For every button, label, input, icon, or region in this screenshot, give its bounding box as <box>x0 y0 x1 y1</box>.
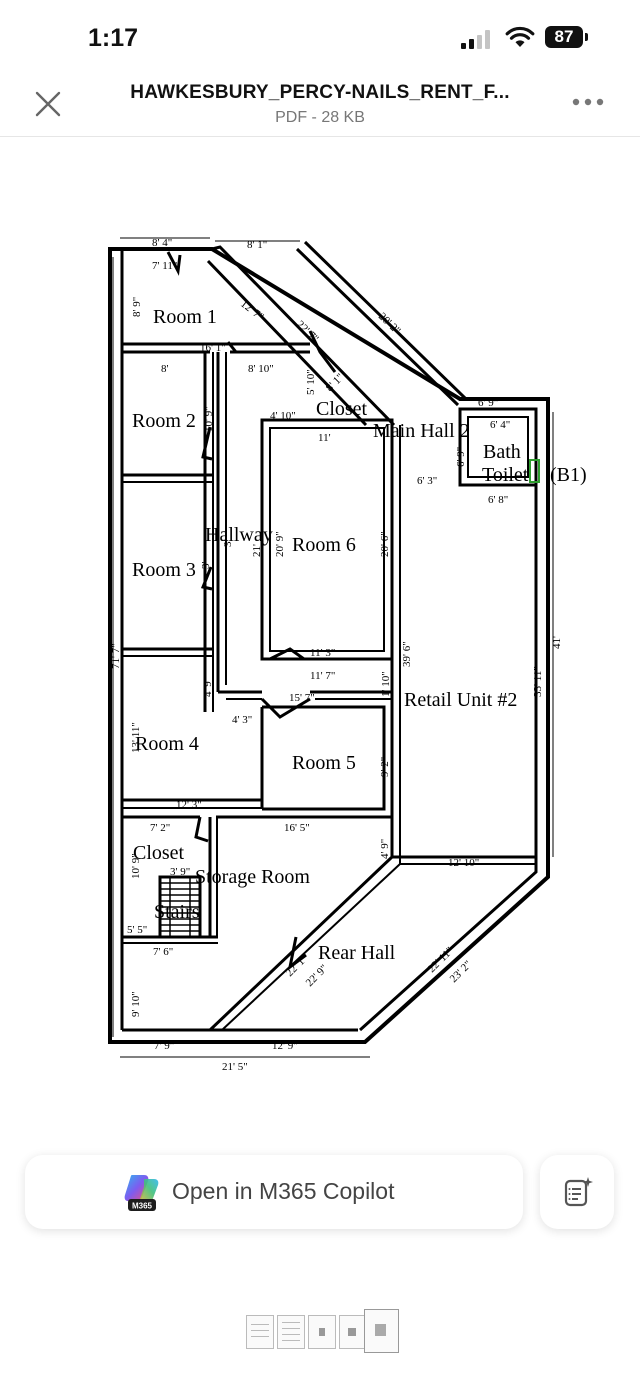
dimension-label: 8' <box>161 363 169 375</box>
dimension-label: 4' 9" <box>379 839 391 859</box>
room-2-label: Room 2 <box>132 410 196 432</box>
dimension-label: 3' <box>200 562 212 570</box>
wifi-icon <box>505 26 535 47</box>
pdf-page: Room 1 Room 2 Room 3 Room 4 Room 5 Room … <box>0 137 640 1137</box>
dimension-label: 22' 9" <box>304 962 331 989</box>
battery-icon: 87 <box>545 26 589 49</box>
status-bar: 1:17 87 <box>0 0 640 72</box>
dimension-label: 9' 2" <box>379 757 391 777</box>
battery-level: 87 <box>545 26 583 48</box>
dimension-label: 5' 10" <box>305 369 317 395</box>
page-thumbnail[interactable] <box>308 1315 336 1349</box>
closet-label-bottom: Closet <box>133 842 185 864</box>
ai-summary-button[interactable] <box>540 1155 614 1229</box>
dimension-label: 16' 1" <box>200 342 226 354</box>
dimension-label: 8' 9" <box>131 297 143 317</box>
dimension-label: 4' 10" <box>270 410 296 422</box>
page-thumbnail[interactable] <box>339 1315 367 1349</box>
dimension-label: 1' 10" <box>380 671 392 697</box>
room-4-label: Room 4 <box>135 733 199 755</box>
dimension-label: 4' 3" <box>232 714 252 726</box>
dimension-label: 39' 6" <box>401 641 413 667</box>
dimension-label: 71' 7" <box>110 643 122 669</box>
dimension-label: 6' 3" <box>417 475 437 487</box>
dimension-label: 7' 11" <box>152 260 177 272</box>
toilet-label: Toilet <box>482 464 529 486</box>
page-thumbnail[interactable] <box>246 1315 274 1349</box>
dimension-label: 41' <box>551 636 563 649</box>
dimension-label: 6' 4" <box>490 419 510 431</box>
dimension-label: 15' 7" <box>289 692 315 704</box>
cellular-signal-icon <box>461 29 494 49</box>
dimension-label: 10' 9" <box>203 406 215 432</box>
closet-label-top: Closet <box>316 398 368 420</box>
dimension-label: 21' 5" <box>222 1061 248 1073</box>
more-options-icon[interactable] <box>568 94 608 110</box>
document-header: HAWKESBURY_PERCY-NAILS_RENT_F... PDF - 2… <box>0 72 640 137</box>
dimension-label: 10' 9" <box>130 853 142 879</box>
room-3-label: Room 3 <box>132 559 196 581</box>
status-time: 1:17 <box>88 24 139 52</box>
dimension-label: 21' <box>251 544 263 557</box>
room-5-label: Room 5 <box>292 752 356 774</box>
dimension-label: 3' <box>222 540 234 548</box>
rear-hall-label: Rear Hall <box>318 942 396 964</box>
copilot-button-label: Open in M365 Copilot <box>172 1178 395 1204</box>
dimension-label: 9' 10" <box>130 991 142 1017</box>
storage-room-label: Storage Room <box>195 866 310 888</box>
dimension-label: 16' 5" <box>284 822 310 834</box>
dimension-label: 8' 1" <box>247 239 267 251</box>
dimension-label: 33' 11" <box>532 666 544 697</box>
open-in-copilot-button[interactable]: M365 Open in M365 Copilot <box>25 1155 523 1229</box>
dimension-label: 8' 4" <box>152 237 172 249</box>
hallway-label: Hallway <box>205 524 273 546</box>
floor-plan: Room 1 Room 2 Room 3 Room 4 Room 5 Room … <box>108 237 587 1073</box>
bath-label: Bath <box>483 441 521 463</box>
copilot-badge: M365 <box>132 1202 153 1211</box>
dimension-label: 6' 9" <box>455 447 467 467</box>
dimension-label: 20' 9" <box>274 531 286 557</box>
toilet-icon <box>529 459 540 483</box>
document-title: HAWKESBURY_PERCY-NAILS_RENT_F... <box>130 82 510 103</box>
page-thumbnail[interactable] <box>277 1315 305 1349</box>
document-subtitle: PDF - 28 KB <box>275 109 365 126</box>
dimension-label: 12' 9" <box>272 1040 298 1052</box>
dimension-label: 11' <box>318 432 331 444</box>
dimension-label: 13' 11" <box>130 722 142 753</box>
dimension-label: 7' 6" <box>153 946 173 958</box>
dimension-label: 7' 2" <box>150 822 170 834</box>
dimension-label: 6' 8" <box>488 494 508 506</box>
page-thumbnail-current[interactable] <box>364 1309 399 1353</box>
dimension-label: 22' 11" <box>426 945 456 975</box>
main-hall-2-label: Main Hall 2 <box>373 420 470 442</box>
retail-unit-label: Retail Unit #2 <box>404 689 517 711</box>
stairs-label: Stairs <box>154 901 200 923</box>
dimension-label: 4' 9" <box>202 677 214 697</box>
b1-label: (B1) <box>550 464 587 486</box>
dimension-label: 3' 9" <box>170 866 190 878</box>
dimension-label: 8' 10" <box>248 363 274 375</box>
dimension-label: 12' 3" <box>176 799 202 811</box>
m365-copilot-icon: M365 <box>124 1175 159 1211</box>
close-icon[interactable] <box>30 86 66 122</box>
dimension-label: 5' 5" <box>127 924 147 936</box>
dimension-label: 12' 10" <box>448 857 479 869</box>
room-6-label: Room 6 <box>292 534 356 556</box>
dimension-label: 22' 7" <box>294 319 321 346</box>
dimension-label: 7' 9" <box>154 1040 174 1052</box>
dimension-label: 20' 6" <box>379 531 391 557</box>
dimension-label: 11' 3" <box>310 647 335 659</box>
ai-summary-icon <box>564 1177 593 1207</box>
dimension-label: 12' 7" <box>238 298 266 323</box>
dimension-label: 6' 9" <box>478 397 498 409</box>
room-1-label: Room 1 <box>153 306 217 328</box>
dimension-label: 11' 7" <box>310 670 335 682</box>
